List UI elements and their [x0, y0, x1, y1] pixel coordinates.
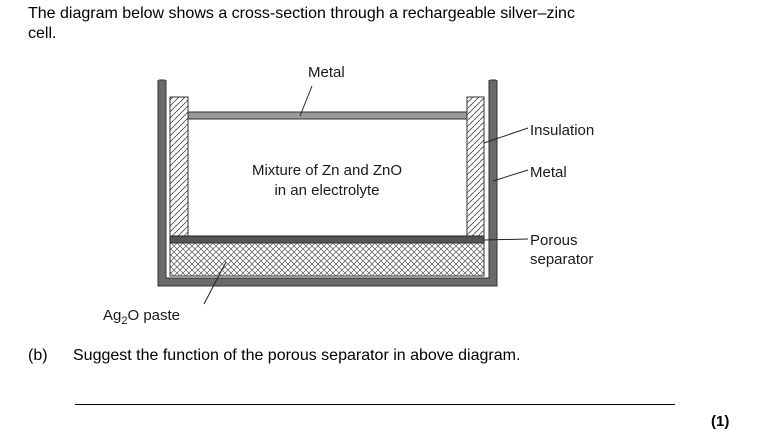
leader-metal-right	[492, 169, 529, 182]
label-mixture-line-2: in an electrolyte	[274, 182, 379, 199]
label-mixture-line-1: Mixture of Zn and ZnO	[252, 162, 402, 179]
paste-suffix: O paste	[127, 307, 180, 324]
leader-insulation	[483, 127, 529, 144]
paste-subscript: 2	[121, 315, 127, 327]
label-ag2o-paste: Ag2O paste	[103, 307, 180, 327]
answer-line[interactable]	[75, 404, 675, 405]
top-metal-plate	[187, 111, 468, 120]
label-porous-line-2: separator	[530, 251, 593, 268]
label-porous-line-1: Porous	[530, 232, 578, 249]
label-metal-top: Metal	[308, 64, 345, 81]
porous-separator	[169, 235, 485, 244]
intro-line-2: cell.	[28, 25, 57, 42]
insulation-right	[466, 96, 485, 242]
cell-cross-section-diagram: Metal Mixture of Zn and ZnO in an electr…	[103, 64, 594, 327]
paste-prefix: Ag	[103, 307, 121, 324]
label-insulation: Insulation	[530, 122, 594, 139]
ag2o-paste	[169, 242, 485, 277]
leader-metal-top	[299, 85, 313, 117]
marks-label: (1)	[711, 413, 730, 430]
question-text: Suggest the function of the porous separ…	[73, 347, 521, 364]
label-metal-right: Metal	[530, 164, 567, 181]
question-part-label: (b)	[28, 347, 48, 364]
leader-paste	[203, 261, 227, 305]
leader-porous	[483, 238, 529, 241]
insulation-left	[169, 96, 189, 242]
intro-line-1: The diagram below shows a cross-section …	[28, 5, 575, 22]
intro-text: The diagram below shows a cross-section …	[28, 4, 728, 44]
